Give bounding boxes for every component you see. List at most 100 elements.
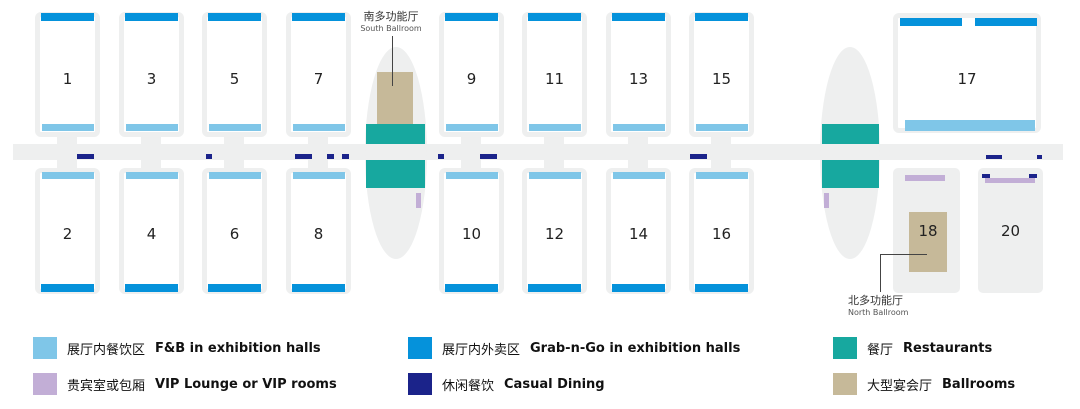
connector	[308, 133, 328, 168]
fb-5[interactable]	[209, 124, 261, 131]
connector	[224, 133, 244, 168]
hall-15[interactable]: 15	[689, 12, 754, 137]
grab-n-go-9[interactable]	[445, 13, 498, 21]
casual-dining-7[interactable]	[480, 154, 497, 159]
fb-10[interactable]	[446, 172, 498, 179]
hall-2[interactable]: 2	[35, 168, 100, 294]
grab-n-go-4[interactable]	[125, 284, 178, 292]
grab-n-go-17a[interactable]	[900, 18, 962, 26]
hall-9[interactable]: 9	[439, 12, 504, 137]
connector	[544, 133, 564, 168]
casual-dining-4[interactable]	[327, 154, 334, 159]
restaurant-south-bottom[interactable]	[366, 160, 425, 188]
connector	[461, 133, 481, 168]
hall-8[interactable]: 8	[286, 168, 351, 294]
vip-north-oval[interactable]	[824, 193, 829, 208]
hall-3[interactable]: 3	[119, 12, 184, 137]
main-corridor	[13, 144, 1063, 160]
north-building	[820, 47, 880, 259]
casual-20d[interactable]	[1029, 174, 1037, 178]
grab-n-go-1[interactable]	[41, 13, 94, 21]
connector	[57, 133, 77, 168]
grab-n-go-3[interactable]	[125, 13, 178, 21]
grab-n-go-14[interactable]	[612, 284, 665, 292]
hall-1[interactable]: 1	[35, 12, 100, 137]
hall-7[interactable]: 7	[286, 12, 351, 137]
hall-20[interactable]	[978, 168, 1043, 293]
vip-south[interactable]	[416, 193, 421, 208]
fb-16[interactable]	[696, 172, 748, 179]
leader-line	[880, 254, 927, 255]
hall-10[interactable]: 10	[439, 168, 504, 294]
hall-5[interactable]: 5	[202, 12, 267, 137]
grab-n-go-13[interactable]	[612, 13, 665, 21]
vip-18[interactable]	[905, 175, 945, 181]
fb-1[interactable]	[42, 124, 94, 131]
hall-4[interactable]: 4	[119, 168, 184, 294]
fb-14[interactable]	[613, 172, 665, 179]
connector	[141, 133, 161, 168]
casual-20c[interactable]	[982, 174, 990, 178]
casual-20a[interactable]	[986, 155, 1002, 159]
hall-14[interactable]: 14	[606, 168, 671, 294]
casual-dining-5[interactable]	[342, 154, 349, 159]
connector	[628, 133, 648, 168]
connector	[711, 133, 731, 168]
casual-dining-8[interactable]	[690, 154, 707, 159]
casual-dining-1[interactable]	[77, 154, 94, 159]
casual-dining-6[interactable]	[438, 154, 444, 159]
fb-9[interactable]	[446, 124, 498, 131]
vip-20[interactable]	[985, 178, 1035, 183]
grab-n-go-swatch	[408, 337, 432, 359]
restaurant-north-bottom[interactable]	[822, 160, 879, 188]
fb-swatch	[33, 337, 57, 359]
grab-n-go-10[interactable]	[445, 284, 498, 292]
grab-n-go-15[interactable]	[695, 13, 748, 21]
hall-13[interactable]: 13	[606, 12, 671, 137]
grab-n-go-6[interactable]	[208, 284, 261, 292]
hall-11[interactable]: 11	[522, 12, 587, 137]
fb-2[interactable]	[42, 172, 94, 179]
hall-16[interactable]: 16	[689, 168, 754, 294]
grab-n-go-12[interactable]	[528, 284, 581, 292]
grab-n-go-8[interactable]	[292, 284, 345, 292]
restaurant-south-top[interactable]	[366, 124, 425, 144]
casual-swatch	[408, 373, 432, 395]
fb-15[interactable]	[696, 124, 748, 131]
casual-dining-2[interactable]	[206, 154, 212, 159]
fb-17[interactable]	[905, 120, 1035, 131]
north-ballroom[interactable]	[909, 212, 947, 272]
grab-n-go-16[interactable]	[695, 284, 748, 292]
leader-line	[392, 36, 393, 86]
fb-4[interactable]	[126, 172, 178, 179]
restaurant-swatch	[833, 337, 857, 359]
vip-swatch	[33, 373, 57, 395]
grab-n-go-11[interactable]	[528, 13, 581, 21]
fb-12[interactable]	[529, 172, 581, 179]
fb-6[interactable]	[209, 172, 261, 179]
hall-12[interactable]: 12	[522, 168, 587, 294]
fb-13[interactable]	[613, 124, 665, 131]
fb-11[interactable]	[529, 124, 581, 131]
fb-7[interactable]	[293, 124, 345, 131]
hall-6[interactable]: 6	[202, 168, 267, 294]
fb-8[interactable]	[293, 172, 345, 179]
north-ballroom-label: 北多功能厅 North Ballroom	[848, 294, 909, 317]
grab-n-go-5[interactable]	[208, 13, 261, 21]
grab-n-go-2[interactable]	[41, 284, 94, 292]
grab-n-go-17b[interactable]	[975, 18, 1037, 26]
grab-n-go-7[interactable]	[292, 13, 345, 21]
fb-3[interactable]	[126, 124, 178, 131]
south-ballroom[interactable]	[377, 72, 413, 124]
casual-20b[interactable]	[1037, 155, 1042, 159]
casual-dining-3[interactable]	[295, 154, 312, 159]
restaurant-north-top[interactable]	[822, 124, 879, 144]
hall-17[interactable]: 17	[893, 13, 1041, 133]
